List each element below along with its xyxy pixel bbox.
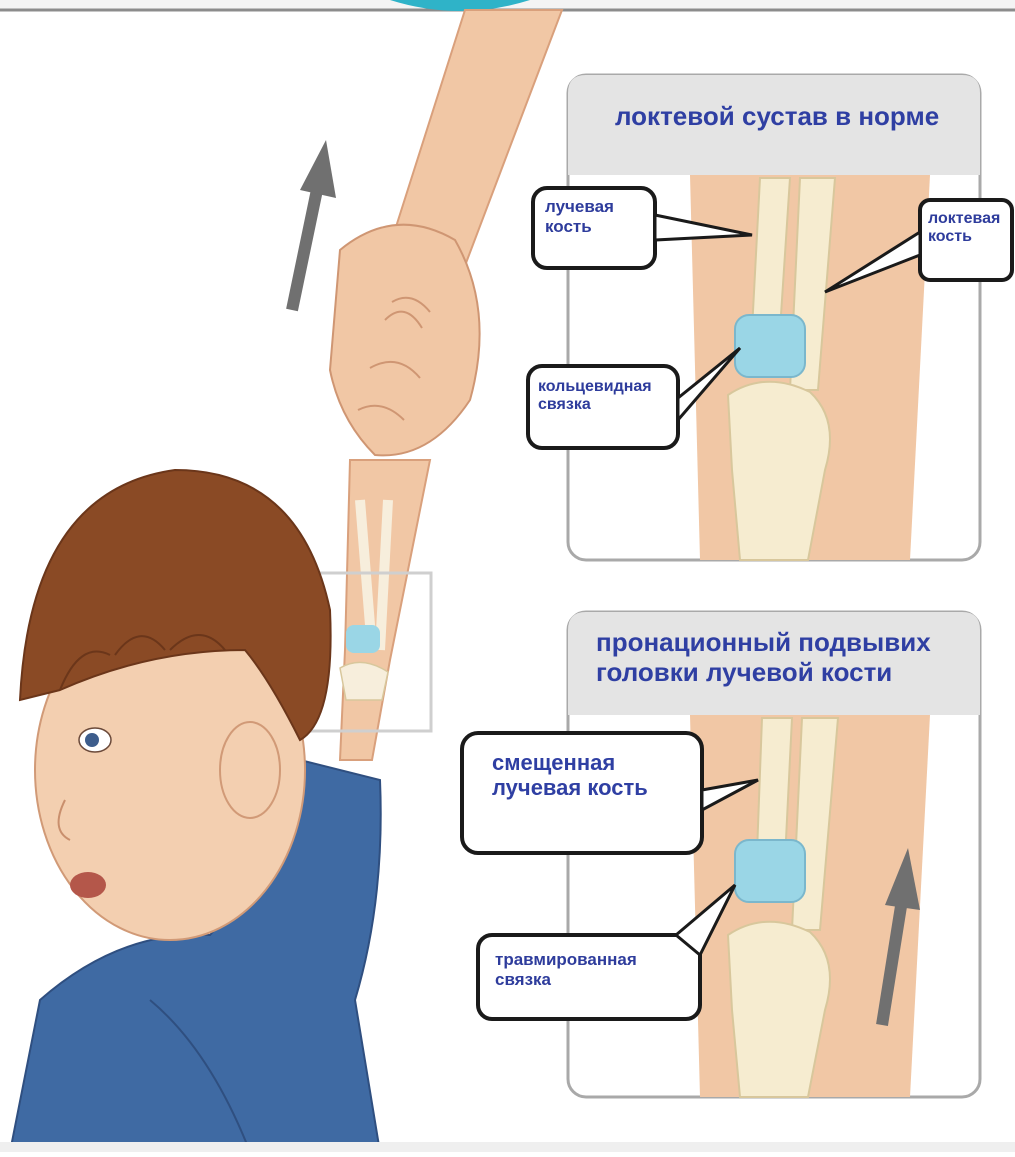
adult-fist bbox=[330, 225, 480, 456]
child-iris bbox=[85, 733, 99, 747]
normal-ligament bbox=[735, 315, 805, 377]
injured-ligament bbox=[735, 840, 805, 902]
panel-normal-title: локтевой сустав в норме bbox=[615, 102, 939, 132]
label-annular-ligament: кольцевидная связка bbox=[538, 378, 652, 415]
label-injured-ligament: травмированная связка bbox=[495, 950, 637, 989]
child-elbow-bone-visible bbox=[340, 662, 388, 700]
label-radius: лучевая кость bbox=[545, 197, 614, 236]
label-ulna: локтевая кость bbox=[928, 210, 1000, 247]
child-mouth bbox=[70, 872, 106, 898]
label-displaced-radius: смещенная лучевая кость bbox=[492, 750, 648, 801]
panel-normal bbox=[528, 75, 1012, 560]
bottom-strip bbox=[0, 1142, 1015, 1152]
panel-subluxation-title: пронационный подвывих головки лучевой ко… bbox=[596, 628, 931, 688]
child-ear bbox=[220, 722, 280, 818]
pull-arrow-icon bbox=[292, 140, 336, 310]
child-ligament-visible bbox=[346, 625, 380, 653]
